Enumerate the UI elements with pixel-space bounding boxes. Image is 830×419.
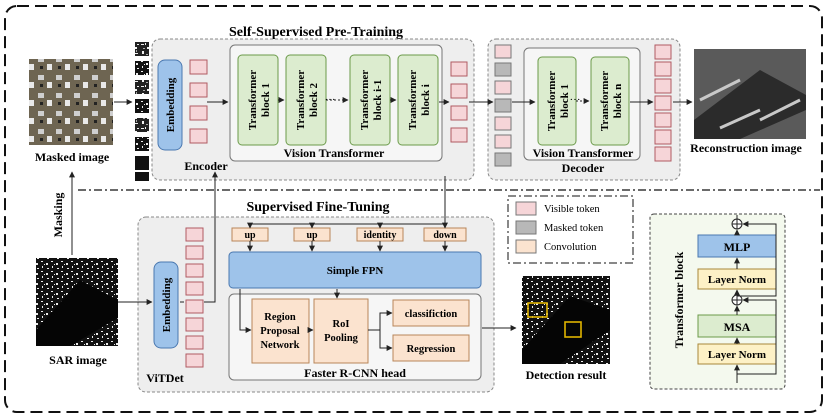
encoder-transformer-block-label-2: Transformerblock 2 — [295, 70, 320, 130]
simple-fpn — [228, 251, 482, 289]
pretrain-title: Self-Supervised Pre-Training — [229, 25, 403, 40]
masked-image — [29, 59, 113, 145]
msa-label: MSA — [724, 320, 751, 334]
rpn-line2: Proposal — [260, 326, 300, 337]
decoder-input-tokens — [494, 44, 512, 167]
sar-caption: SAR image — [49, 353, 107, 367]
encoder-tokens — [189, 59, 208, 144]
patch-strip — [135, 42, 149, 181]
roi-pooling-box — [313, 298, 369, 364]
encoder-ellipsis: ··· — [325, 94, 336, 106]
classification-label: classifiction — [405, 309, 458, 320]
reconstruction-detail — [699, 78, 801, 130]
encoder-transformer-block-label-3: Transformerblock i-1 — [359, 70, 384, 130]
faster-rcnn-label: Faster R-CNN head — [304, 366, 406, 380]
decoder-transformer-block-2 — [590, 56, 630, 146]
mlp-label: MLP — [724, 240, 751, 254]
decoder-ellipsis: ··· — [570, 94, 581, 106]
reconstruction-caption: Reconstruction image — [690, 141, 802, 155]
roi-line1: RoI — [333, 319, 350, 330]
rpn-line1: Region — [264, 312, 296, 323]
vitdet-embedding — [153, 261, 179, 349]
detection-river — [522, 296, 610, 364]
regression-label: Regression — [407, 344, 456, 355]
classification-box — [392, 299, 470, 327]
legend-label-2: Masked token — [544, 223, 604, 234]
decoder-transformer-block-label-2: Transformerblock n — [599, 71, 624, 131]
masking-label: Masking — [51, 193, 65, 238]
detection-box-1 — [527, 302, 548, 318]
encoder-embedding — [157, 59, 183, 151]
vitdet-tokens — [185, 227, 204, 368]
decoder-label: Decoder — [562, 161, 605, 175]
encoder-output-tokens — [450, 61, 468, 143]
scale-op-label-1: up — [244, 230, 256, 241]
transformer-block-arrows — [731, 215, 777, 383]
masked-image-caption: Masked image — [35, 150, 110, 164]
scale-op-label-2: up — [306, 230, 318, 241]
roi-line2: Pooling — [324, 333, 359, 344]
regression-box — [392, 334, 470, 362]
legend-swatch-2 — [515, 220, 537, 235]
legend-swatch-1 — [515, 201, 537, 216]
decoder-output-tokens — [654, 44, 672, 162]
detection-box-2 — [564, 321, 582, 338]
reconstruction-river — [694, 70, 806, 139]
layer-norm-bottom-label: Layer Norm — [708, 349, 766, 361]
simple-fpn-label: Simple FPN — [327, 265, 384, 277]
layer-norm-top-label: Layer Norm — [708, 274, 766, 286]
finetune-title: Supervised Fine-Tuning — [246, 200, 389, 215]
rpn-box — [251, 298, 310, 364]
outer-frame — [4, 5, 823, 413]
vitdet-label: ViTDet — [146, 371, 184, 385]
transformer-block-title: Transformer block — [672, 251, 686, 348]
vitdet-embedding-label: Embedding — [161, 277, 173, 332]
encoder-transformer-block-4 — [397, 54, 439, 146]
finetune-arrows — [118, 171, 517, 351]
legend-label-3: Convolution — [544, 242, 597, 253]
legend-swatch-3 — [515, 239, 537, 254]
encoder-transformer-block-label-1: Transformerblock 1 — [247, 70, 272, 130]
detection-caption: Detection result — [526, 368, 607, 382]
legend-label-1: Visible token — [544, 204, 600, 215]
sar-river — [36, 280, 118, 346]
encoder-transformer-block-label-4: Transformerblock i — [407, 70, 432, 130]
encoder-vit-label: Vision Transformer — [284, 146, 385, 160]
scale-op-label-3: identity — [364, 230, 397, 241]
decoder-transformer-block-label-1: Transformerblock 1 — [546, 71, 571, 131]
rpn-line3: Network — [260, 340, 299, 351]
encoder-embedding-label: Embedding — [165, 77, 177, 132]
encoder-label: Encoder — [184, 159, 228, 173]
decoder-vit-label: Vision Transformer — [533, 146, 634, 160]
scale-op-label-4: down — [433, 230, 457, 241]
